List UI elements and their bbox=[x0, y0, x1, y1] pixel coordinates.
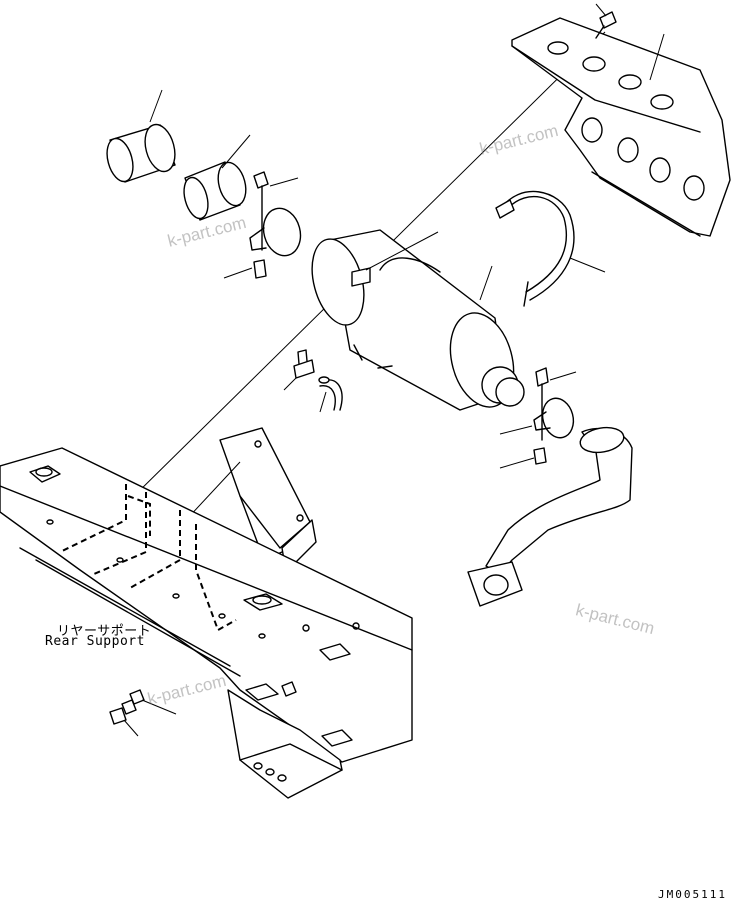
leader-shield bbox=[649, 33, 665, 81]
rear-support-frame bbox=[0, 447, 413, 763]
clamp-upper bbox=[223, 171, 302, 279]
heat-shield bbox=[511, 17, 731, 237]
exhaust-elbow-pipe bbox=[467, 426, 633, 607]
hose-bend bbox=[318, 376, 343, 413]
frame-bolts bbox=[109, 689, 177, 737]
hidden-frame-lines bbox=[59, 484, 237, 632]
shield-bolt bbox=[595, 3, 617, 39]
muffler-strap bbox=[495, 190, 606, 307]
rear-support-label-en: Rear Support bbox=[45, 634, 145, 649]
pipe-sleeve-1 bbox=[106, 89, 176, 183]
elbow-fitting bbox=[283, 349, 315, 391]
muffler bbox=[311, 229, 525, 411]
drawing-code: JM005111 bbox=[658, 888, 727, 901]
clamp-lower bbox=[499, 367, 577, 469]
rear-support-label-jp: リヤーサポート bbox=[57, 624, 152, 639]
mounting-bracket bbox=[185, 427, 317, 573]
pipe-sleeve-2 bbox=[183, 134, 251, 221]
support-foot bbox=[227, 689, 343, 799]
